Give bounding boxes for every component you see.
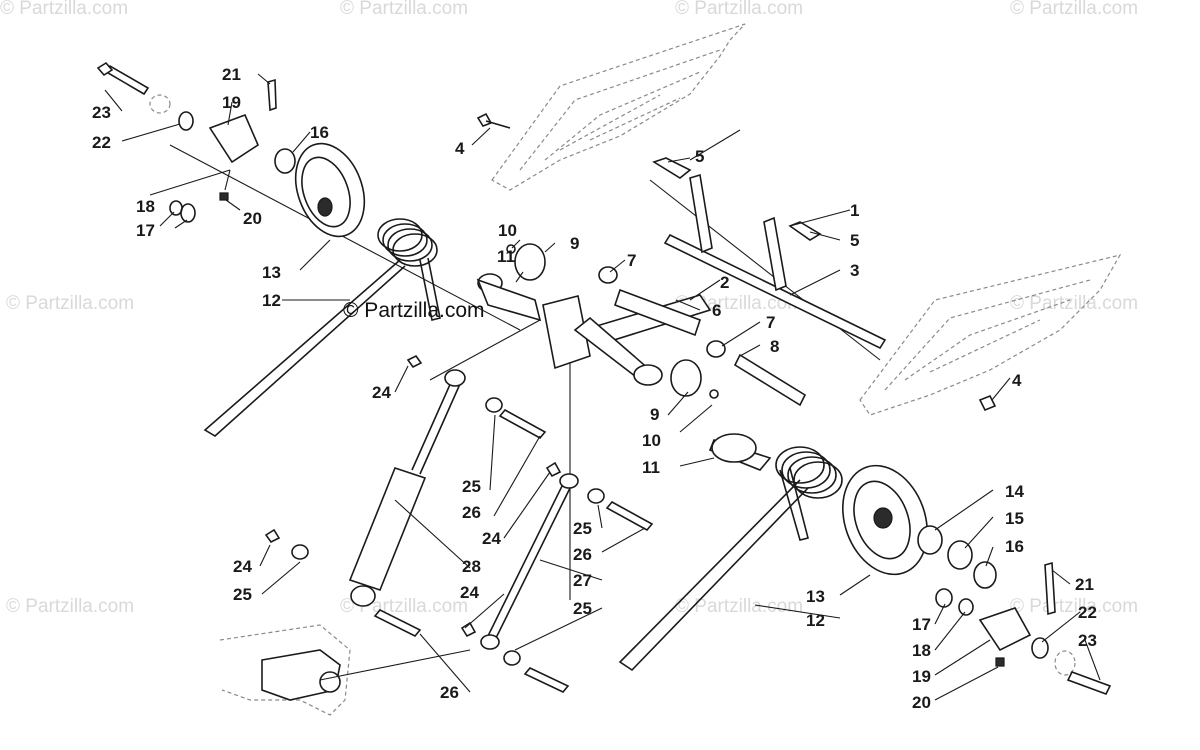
callout-16: 16 <box>1005 537 1024 556</box>
callout-21: 21 <box>1075 575 1094 594</box>
callout-21: 21 <box>222 65 241 84</box>
callout-11: 11 <box>642 458 660 477</box>
bolt-4-upper <box>476 112 511 129</box>
callout-17: 17 <box>136 221 155 240</box>
watermark: © Partzilla.com <box>340 0 468 19</box>
callout-12: 12 <box>262 291 281 310</box>
callout-8: 8 <box>770 337 779 356</box>
bolts-26 <box>373 408 654 693</box>
right-spring-13 <box>618 446 843 672</box>
callout-4: 4 <box>455 139 465 158</box>
callout-18: 18 <box>136 197 155 216</box>
callout-7: 7 <box>766 313 775 332</box>
watermark: © Partzilla.com <box>1010 0 1138 19</box>
callout-6: 6 <box>712 301 721 320</box>
callout-3: 3 <box>850 261 859 280</box>
left-spring-13 <box>203 218 441 437</box>
left-pulley-16 <box>274 142 366 238</box>
link-rod-27 <box>460 461 579 650</box>
right-bearing-14-15 <box>917 525 997 589</box>
callout-22: 22 <box>1078 603 1097 622</box>
rail-ghost-upper <box>491 23 746 191</box>
callout-25: 25 <box>573 599 592 618</box>
right-clamp-19 <box>935 561 1112 695</box>
callout-numbers: 1 2 3 4 4 5 5 6 7 7 8 9 9 10 10 11 11 12… <box>92 65 1097 712</box>
watermark: © Partzilla.com <box>675 596 803 617</box>
callout-24: 24 <box>372 383 391 402</box>
bolt-4-lower <box>978 394 997 412</box>
left-clamp-19 <box>169 78 277 223</box>
callout-22: 22 <box>92 133 111 152</box>
callout-12: 12 <box>806 611 825 630</box>
callout-25: 25 <box>233 585 252 604</box>
callout-7: 7 <box>627 251 636 270</box>
callout-23: 23 <box>1078 631 1097 650</box>
callout-13: 13 <box>262 263 281 282</box>
shock-absorber-28 <box>264 354 466 607</box>
callout-24: 24 <box>233 557 252 576</box>
callout-23: 23 <box>92 103 111 122</box>
callout-9: 9 <box>570 234 579 253</box>
leader-lines <box>104 73 1101 701</box>
watermark: © Partzilla.com <box>0 0 128 19</box>
rail-ghost-lower <box>859 254 1122 416</box>
center-swing-arm <box>476 243 807 471</box>
callout-10: 10 <box>642 431 661 450</box>
callout-25: 25 <box>573 519 592 538</box>
right-pulley-13 <box>842 464 928 576</box>
callout-25: 25 <box>462 477 481 496</box>
callout-20: 20 <box>243 209 262 228</box>
rear-axle-3 <box>652 157 887 350</box>
callout-28: 28 <box>462 557 481 576</box>
watermark: © Partzilla.com <box>1010 596 1138 617</box>
callout-9: 9 <box>650 405 659 424</box>
callout-26: 26 <box>440 683 459 702</box>
callout-14: 14 <box>1005 482 1024 501</box>
callout-26: 26 <box>573 545 592 564</box>
callout-4: 4 <box>1012 371 1022 390</box>
callout-27: 27 <box>573 571 592 590</box>
brand-label: © Partzilla.com <box>343 299 485 322</box>
callout-2: 2 <box>720 273 729 292</box>
bushings-25 <box>291 397 605 666</box>
callout-11: 11 <box>497 247 515 266</box>
callout-26: 26 <box>462 503 481 522</box>
watermark: © Partzilla.com <box>1010 293 1138 314</box>
rail-ghost-bottom <box>219 624 351 716</box>
callout-17: 17 <box>912 615 931 634</box>
watermark: © Partzilla.com <box>6 293 134 314</box>
callout-19: 19 <box>222 93 241 112</box>
watermark: © Partzilla.com <box>675 0 803 19</box>
callout-10: 10 <box>498 221 517 240</box>
callout-18: 18 <box>912 641 931 660</box>
left-washer <box>149 94 171 114</box>
callout-20: 20 <box>912 693 931 712</box>
callout-24: 24 <box>482 529 501 548</box>
callout-19: 19 <box>912 667 931 686</box>
callout-5: 5 <box>850 231 859 250</box>
callout-13: 13 <box>806 587 825 606</box>
callout-15: 15 <box>1005 509 1024 528</box>
watermark: © Partzilla.com <box>6 596 134 617</box>
callout-24: 24 <box>460 583 479 602</box>
callout-5: 5 <box>695 147 704 166</box>
callout-1: 1 <box>850 201 859 220</box>
callout-16: 16 <box>310 123 329 142</box>
left-bolt-23 <box>96 61 150 96</box>
